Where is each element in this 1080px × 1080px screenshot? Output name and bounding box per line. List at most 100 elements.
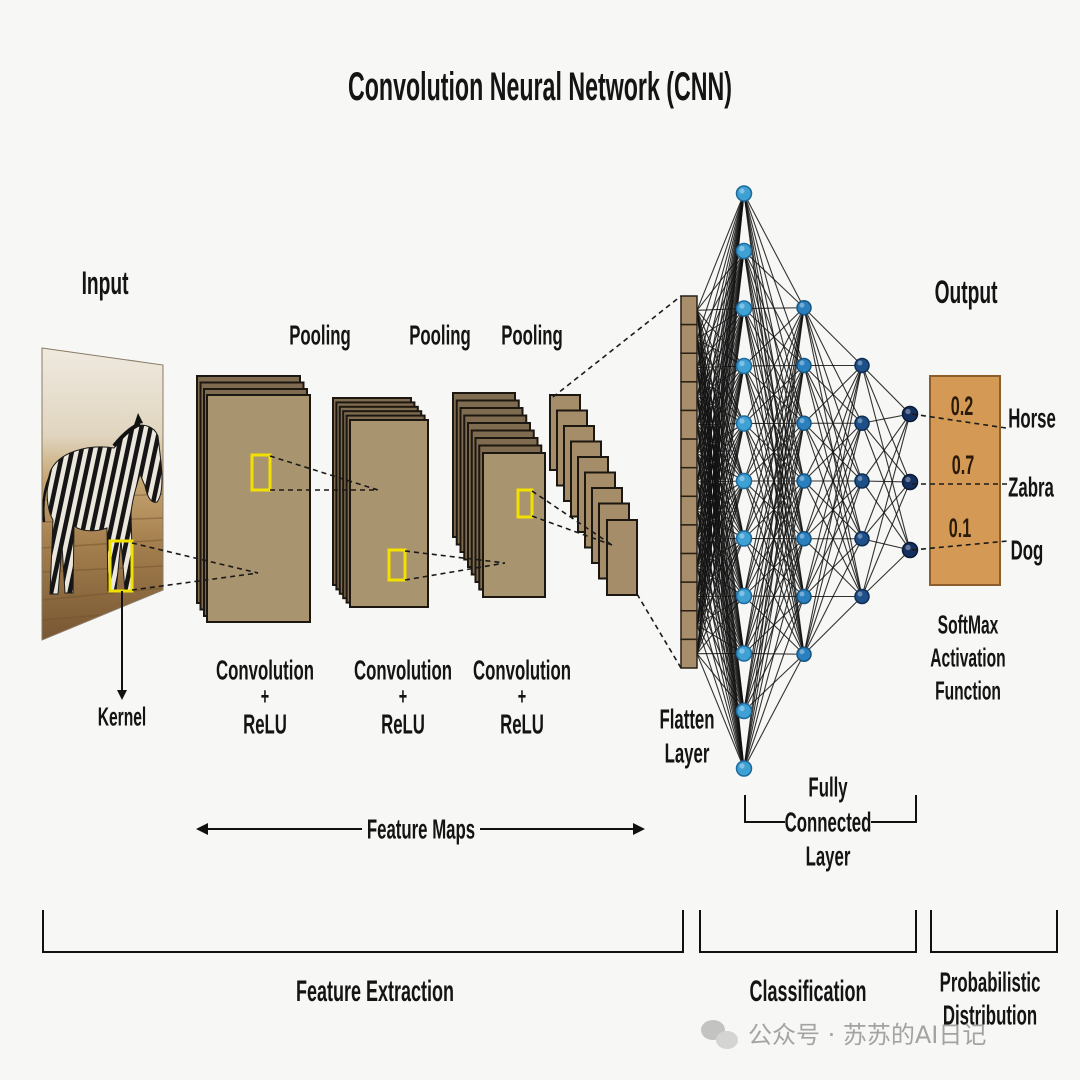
wechat-icon <box>701 1020 738 1049</box>
neuron-layer-3 <box>854 415 870 431</box>
output-class-dog: Dog <box>1011 534 1044 566</box>
zebra-input-image <box>42 348 163 640</box>
connection-line <box>696 624 745 769</box>
connection-line <box>696 480 745 654</box>
flatten-cell <box>680 552 698 583</box>
neuron-highlight <box>857 360 863 366</box>
connection-line <box>696 193 745 483</box>
connection-line <box>696 423 745 654</box>
connection-line <box>743 365 805 769</box>
conv-label-3: Convolution <box>473 654 571 686</box>
neuron-highlight <box>799 649 805 655</box>
connection-line <box>696 595 745 655</box>
feature-map-stack-3 <box>452 392 546 598</box>
connection-line <box>696 193 745 654</box>
relu-label-1: ReLU <box>243 708 287 740</box>
connection-line <box>861 365 911 415</box>
neuron-layer-2 <box>796 357 812 374</box>
flatten-label-line2: Layer <box>665 737 710 769</box>
connection-line <box>696 538 745 654</box>
feature-maps-arrow <box>196 823 645 835</box>
neuron-highlight <box>799 360 805 366</box>
softmax-label-line1: SoftMax <box>938 610 999 639</box>
connection-line <box>861 413 911 482</box>
neuron-layer-2 <box>796 531 812 547</box>
neuron-highlight <box>739 303 745 309</box>
neuron-highlight <box>905 544 911 551</box>
input-image-frame <box>41 347 164 641</box>
neurons <box>735 185 919 777</box>
kernel-label: Kernel <box>98 702 147 731</box>
neuron-layer-1 <box>735 415 753 432</box>
probabilistic-label-line1: Probabilistic <box>940 966 1041 998</box>
neuron-highlight <box>857 591 863 597</box>
connection-line <box>743 596 805 769</box>
flatten-cell <box>680 381 698 412</box>
watermark-text: 公众号 · 苏苏的AI日记 <box>748 1021 986 1049</box>
neuron-layer-1 <box>735 702 753 720</box>
neuron-highlight <box>799 533 805 539</box>
connection-line <box>743 307 805 654</box>
connection-line <box>803 365 863 539</box>
conv-label-2: Convolution <box>354 654 452 686</box>
connection-line <box>696 250 745 654</box>
kernel-box-map-1 <box>250 453 272 492</box>
neuron-highlight <box>739 763 745 769</box>
feature-map-stack-2 <box>332 397 429 608</box>
flatten-cell <box>680 438 698 469</box>
connection-line <box>696 193 745 568</box>
flatten-cell <box>680 466 698 498</box>
connection-line <box>803 596 863 655</box>
kernel-box-map-3 <box>516 488 534 519</box>
connection-line <box>743 423 805 769</box>
neuron-highlight <box>857 533 863 539</box>
connection-line <box>696 193 745 454</box>
feature-extraction-bracket <box>42 910 684 953</box>
neuron-layer-1 <box>735 357 753 375</box>
flatten-cell <box>680 610 698 641</box>
neuron-layer-3 <box>854 588 870 605</box>
receptive-field-lines <box>131 295 682 669</box>
neuron-highlight <box>739 590 745 597</box>
fully-connected-bracket <box>744 795 917 823</box>
connection-line <box>743 193 805 309</box>
neuron-highlight <box>857 418 863 424</box>
connection-line <box>803 365 863 482</box>
connection-line <box>743 307 805 539</box>
neuron-layer-2 <box>796 300 812 316</box>
neuron-layer-3 <box>854 531 870 547</box>
neuron-layer-4 <box>901 405 919 423</box>
probabilistic-label-line2: Distribution <box>943 999 1037 1031</box>
connection-line <box>696 595 745 626</box>
neuron-layer-1 <box>735 760 753 777</box>
connection-line <box>696 480 745 626</box>
neuron-layer-4 <box>901 473 919 491</box>
conv-label-1: Convolution <box>216 654 314 686</box>
output-class-zabra: Zabra <box>1008 471 1054 503</box>
connection-line <box>696 193 745 340</box>
connection-line <box>743 538 805 769</box>
pooling-label-3: Pooling <box>501 319 563 351</box>
neuron-highlight <box>799 302 805 308</box>
connection-line <box>803 365 863 597</box>
connection-line <box>861 365 911 551</box>
neuron-highlight <box>739 475 745 482</box>
connection-line <box>861 423 911 551</box>
connection-line <box>861 365 911 483</box>
neuron-highlight <box>739 188 745 194</box>
neuron-highlight <box>857 476 863 481</box>
connection-line <box>696 250 745 626</box>
neuron-layer-1 <box>735 645 753 662</box>
softmax-label-line3: Function <box>935 676 1001 705</box>
connection-line <box>861 413 911 539</box>
diagram-title: Convolution Neural Network (CNN) <box>348 63 732 108</box>
plus-label-2: + <box>399 684 407 711</box>
output-box <box>929 375 1001 586</box>
output-connectors <box>911 413 1009 551</box>
connection-line <box>743 307 805 424</box>
connection-line <box>696 193 745 368</box>
flatten-cell <box>680 524 698 555</box>
connection-line <box>696 423 745 626</box>
neuron-highlight <box>799 476 805 481</box>
